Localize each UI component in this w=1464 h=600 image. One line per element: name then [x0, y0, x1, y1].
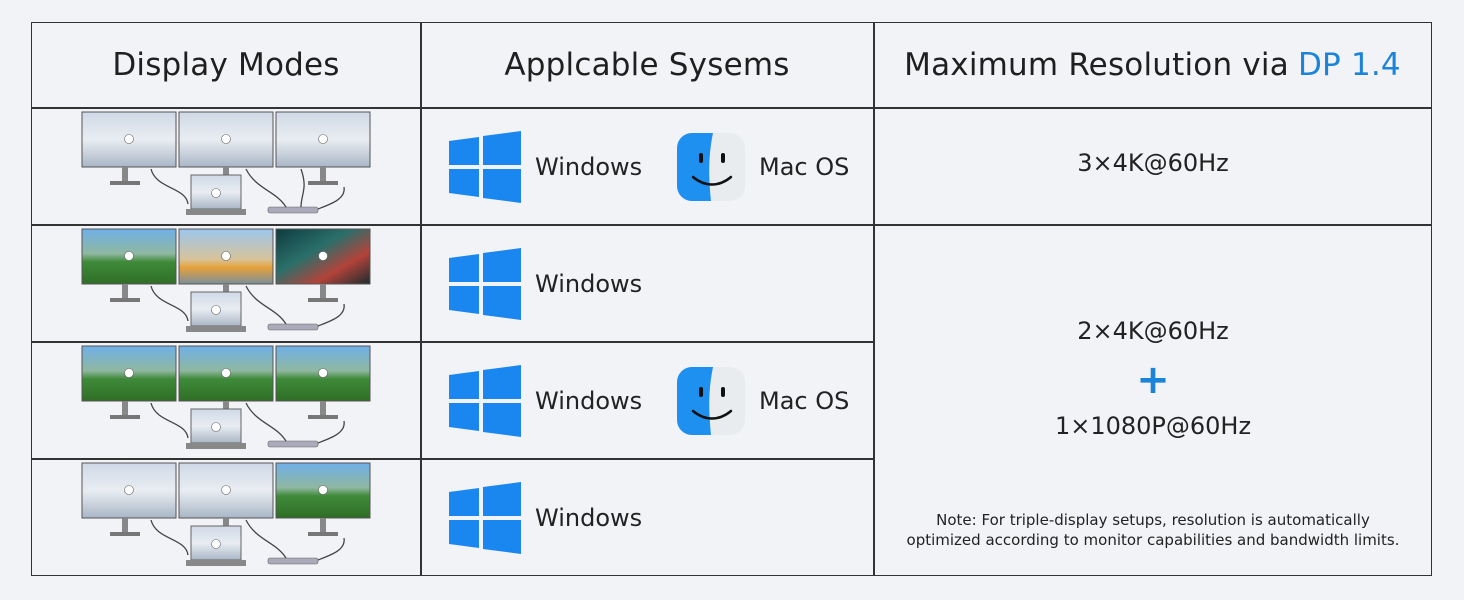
monitor-1	[81, 111, 177, 185]
header-display-modes: Display Modes	[32, 23, 420, 107]
systems-row-4: Windows	[421, 460, 874, 575]
header-accent-label: DP 1.4	[1297, 47, 1401, 83]
display-mode-diagram-row-4	[32, 460, 420, 575]
display-mode-diagram-row-3	[32, 343, 420, 458]
footnote-line-2: optimized according to monitor capabilit…	[906, 531, 1400, 549]
systems-row-2: Windows	[421, 226, 874, 341]
header-applicable-systems: Applcable Sysems	[421, 23, 873, 107]
systems-row-3: Windows Mac OS	[421, 343, 874, 458]
system-macos: Mac OS	[677, 132, 850, 201]
laptop	[186, 174, 246, 215]
header-label: Display Modes	[112, 47, 340, 83]
display-mode-diagram-row-1	[32, 109, 420, 224]
windows-logo-icon	[449, 130, 521, 203]
row-divider	[32, 224, 1431, 226]
resolution-1080p: 1×1080P@60Hz	[1054, 412, 1252, 440]
systems-row-1: Windows Mac OS	[421, 109, 874, 224]
system-windows: Windows	[449, 247, 677, 320]
header-max-resolution: Maximum Resolution via DP 1.4	[874, 23, 1431, 107]
resolution-dual-4k: 2×4K@60Hz	[1077, 317, 1229, 345]
windows-logo-icon	[449, 481, 521, 554]
triple-monitor-setup-illustration	[81, 228, 371, 332]
docking-station	[267, 206, 319, 214]
mac-finder-icon	[677, 366, 745, 435]
monitor-3	[275, 111, 371, 185]
system-windows: Windows	[449, 364, 677, 437]
system-label: Mac OS	[759, 152, 850, 181]
system-windows: Windows	[449, 481, 677, 554]
monitor-2	[178, 111, 274, 177]
row-divider	[32, 107, 1431, 109]
system-label: Windows	[535, 386, 643, 415]
header-label: Applcable Sysems	[504, 47, 790, 83]
footnote-line-1: Note: For triple-display setups, resolut…	[936, 511, 1370, 529]
windows-logo-icon	[449, 364, 521, 437]
system-label: Mac OS	[759, 386, 850, 415]
comparison-table: Display Modes Applcable Sysems Maximum R…	[31, 22, 1432, 576]
row-divider	[32, 341, 874, 343]
system-macos: Mac OS	[677, 366, 850, 435]
system-label: Windows	[535, 269, 643, 298]
system-label: Windows	[535, 503, 643, 532]
mac-finder-icon	[677, 132, 745, 201]
column-divider	[420, 23, 422, 575]
system-label: Windows	[535, 152, 643, 181]
row-divider	[32, 458, 874, 460]
triple-monitor-setup-illustration	[81, 345, 371, 449]
column-divider	[873, 23, 875, 575]
header-label: Maximum Resolution via	[904, 47, 1289, 83]
resolution-row-1: 3×4K@60Hz	[1077, 149, 1229, 177]
triple-monitor-setup-illustration	[81, 111, 371, 215]
footnote: Note: For triple-display setups, resolut…	[875, 510, 1431, 550]
display-mode-diagram-row-2	[32, 226, 420, 341]
plus-icon: +	[1136, 357, 1170, 403]
windows-logo-icon	[449, 247, 521, 320]
system-windows: Windows	[449, 130, 677, 203]
triple-monitor-setup-illustration	[81, 462, 371, 566]
